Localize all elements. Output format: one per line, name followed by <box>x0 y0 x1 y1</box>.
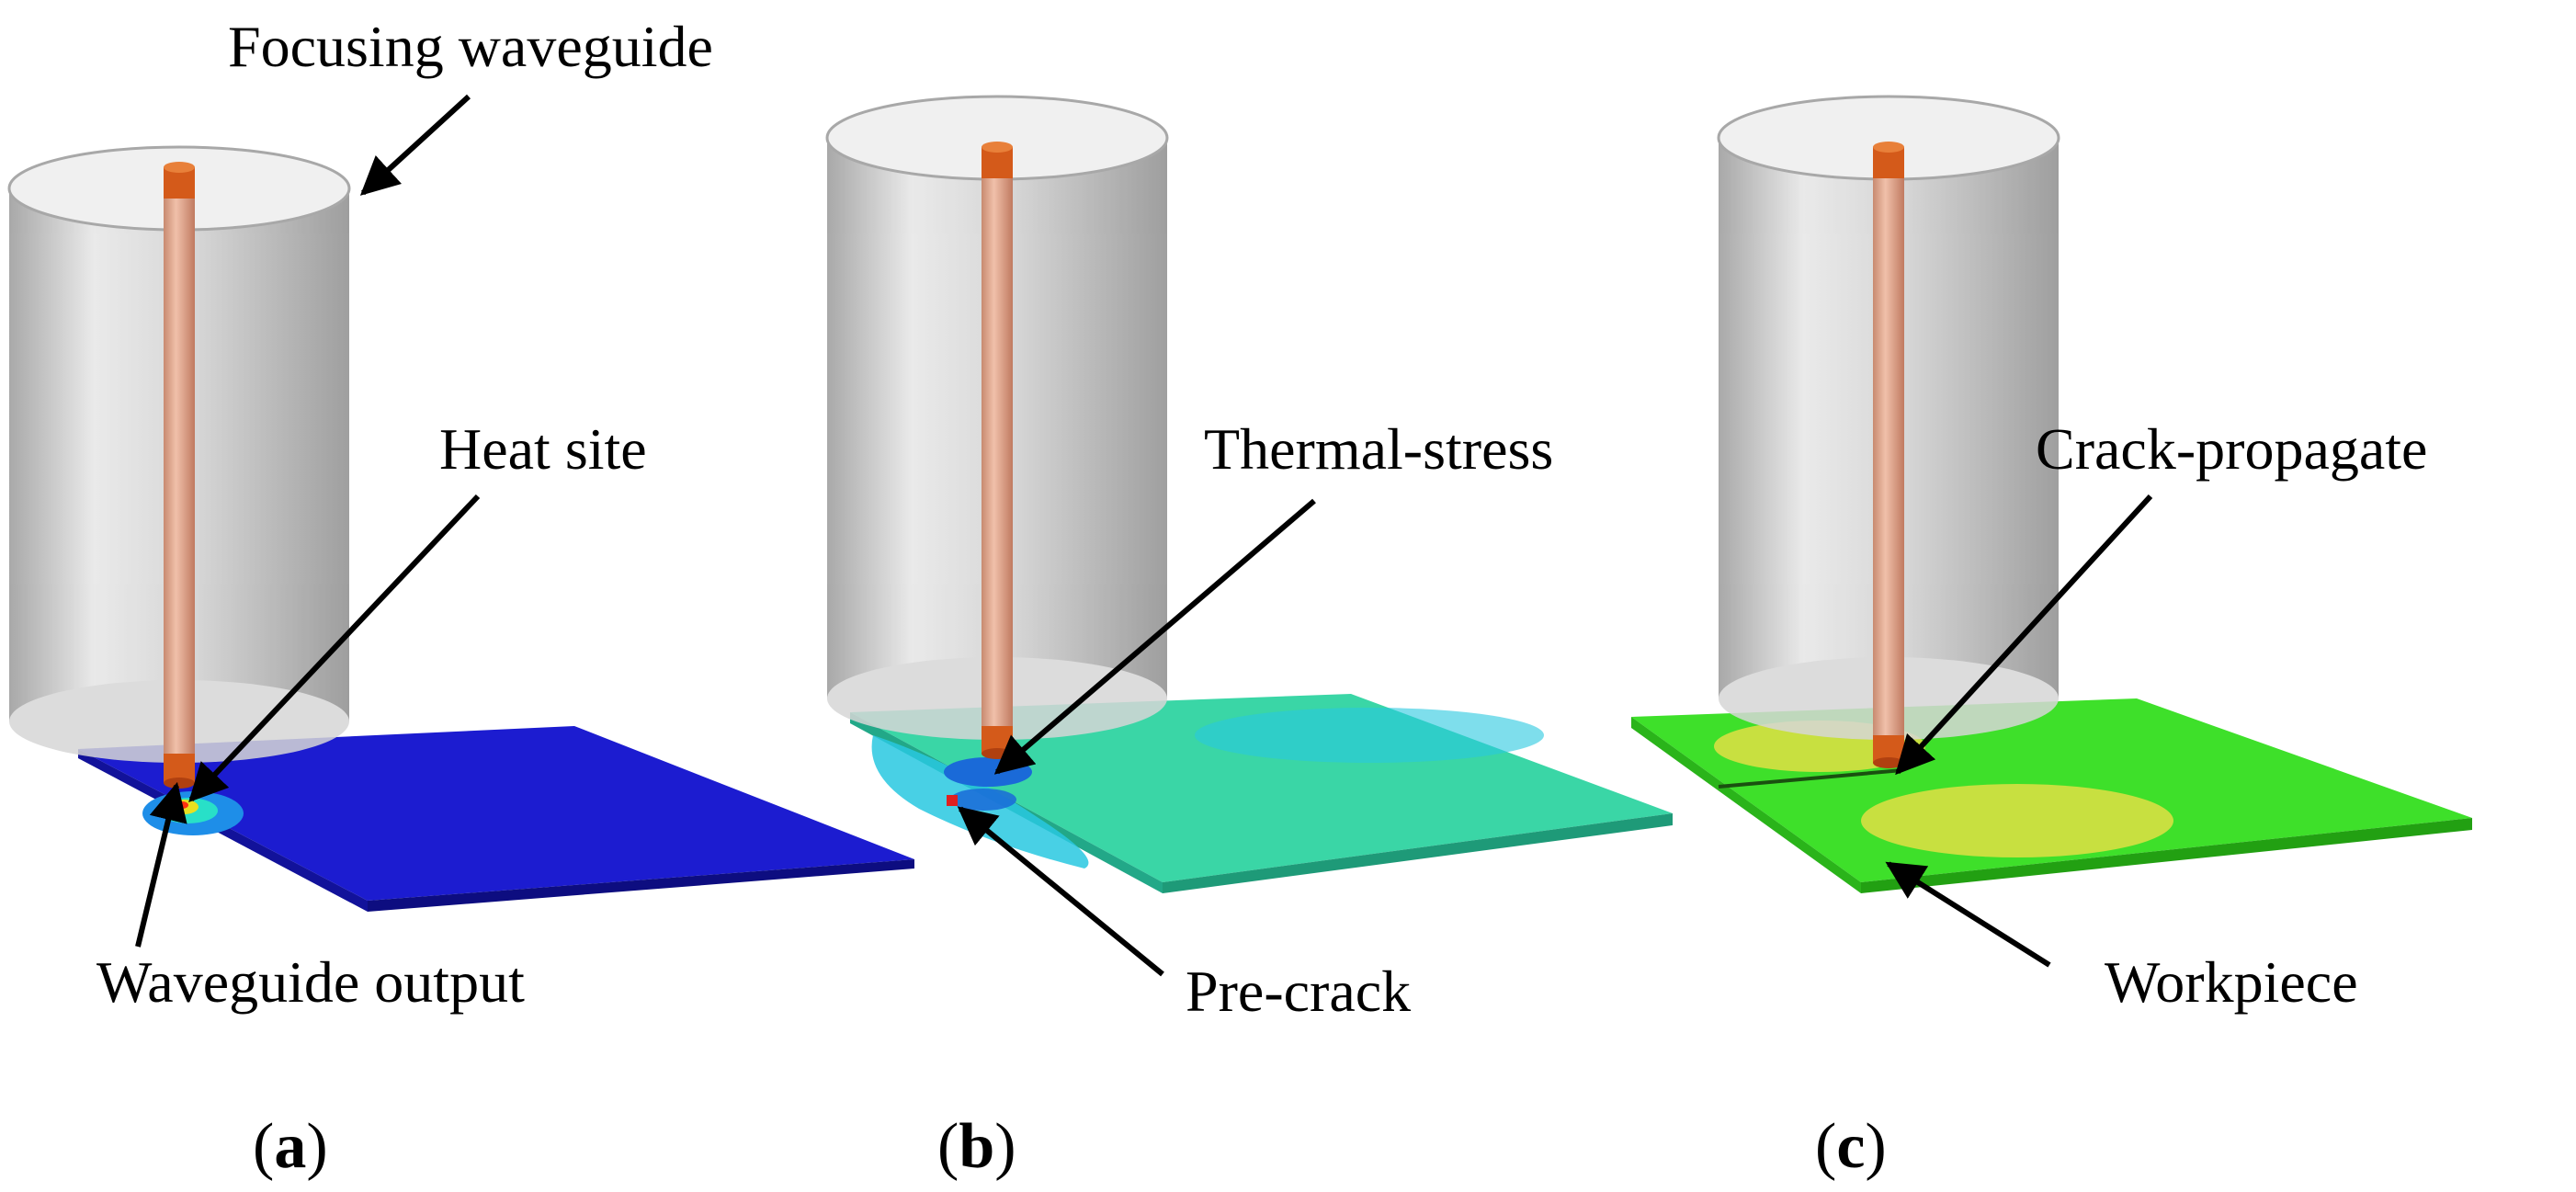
workpiece-plate-a-edge <box>368 859 914 912</box>
arrow-heat-site <box>188 494 481 803</box>
stress-region-blue <box>944 757 1032 787</box>
arrow-workpiece <box>1885 861 2051 968</box>
panel-b: Thermal-stress Pre-crack (b) <box>825 95 1673 1182</box>
waveguide-rod-b <box>982 142 1013 759</box>
stress-region-light <box>1195 708 1544 763</box>
waveguide-rod-c <box>1873 142 1904 768</box>
arrow-focusing-waveguide <box>359 94 471 196</box>
stress-region-blue2 <box>950 789 1016 811</box>
caption-b: (b) <box>937 1111 1016 1182</box>
arrow-pre-crack <box>957 806 1164 977</box>
arrow-waveguide-output <box>135 781 187 948</box>
label-heat-site: Heat site <box>439 416 647 482</box>
crack-line <box>1718 768 1903 789</box>
label-focusing-waveguide: Focusing waveguide <box>228 14 713 79</box>
label-pre-crack: Pre-crack <box>1186 959 1411 1024</box>
arrow-crack-propagate <box>1895 494 2153 776</box>
label-crack-propagate: Crack-propagate <box>2036 416 2427 482</box>
pre-crack-marker <box>947 795 958 806</box>
stress-region-c2 <box>1861 784 2173 857</box>
label-thermal-stress: Thermal-stress <box>1204 416 1553 482</box>
heat-site-hotspot-core <box>176 801 188 809</box>
arrow-thermal-stress <box>993 498 1316 775</box>
label-workpiece: Workpiece <box>2105 949 2358 1015</box>
workpiece-plate-a <box>78 726 914 901</box>
panel-c: Crack-propagate Workpiece (c) <box>1631 95 2472 1182</box>
caption-c: (c) <box>1815 1111 1887 1182</box>
panel-a: Focusing waveguide Heat site Waveguide o… <box>7 14 914 1182</box>
waveguide-rod-a <box>164 162 195 789</box>
label-waveguide-output: Waveguide output <box>96 949 525 1015</box>
caption-a: (a) <box>253 1111 328 1182</box>
